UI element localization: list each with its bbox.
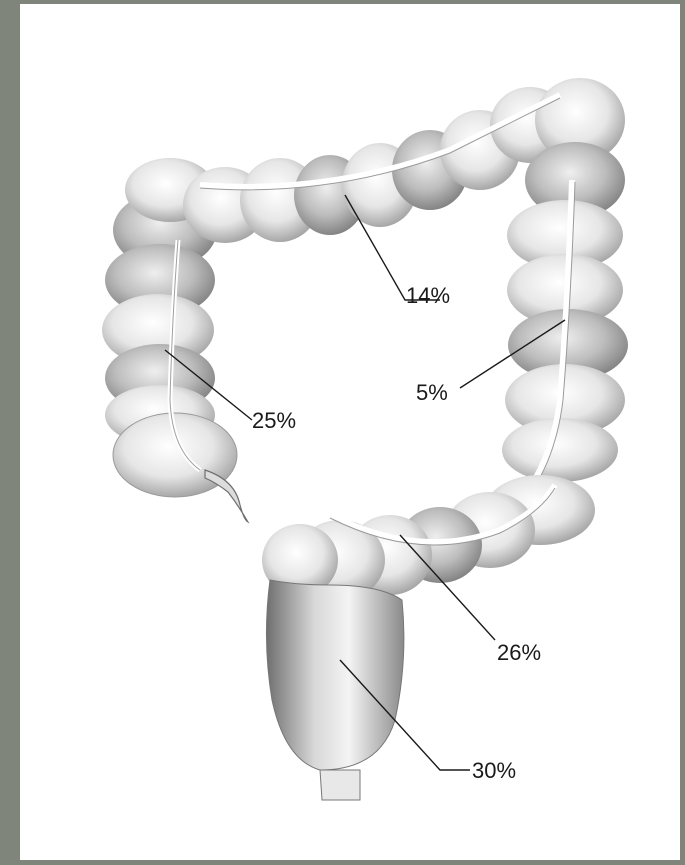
label-ascending: 25% xyxy=(252,410,296,432)
descending-colon xyxy=(500,142,628,522)
label-descending: 5% xyxy=(416,382,448,404)
sigmoid-colon xyxy=(262,475,595,600)
rectum xyxy=(266,580,403,800)
label-rectum: 30% xyxy=(472,760,516,782)
label-sigmoid: 26% xyxy=(497,642,541,664)
label-transverse: 14% xyxy=(406,285,450,307)
